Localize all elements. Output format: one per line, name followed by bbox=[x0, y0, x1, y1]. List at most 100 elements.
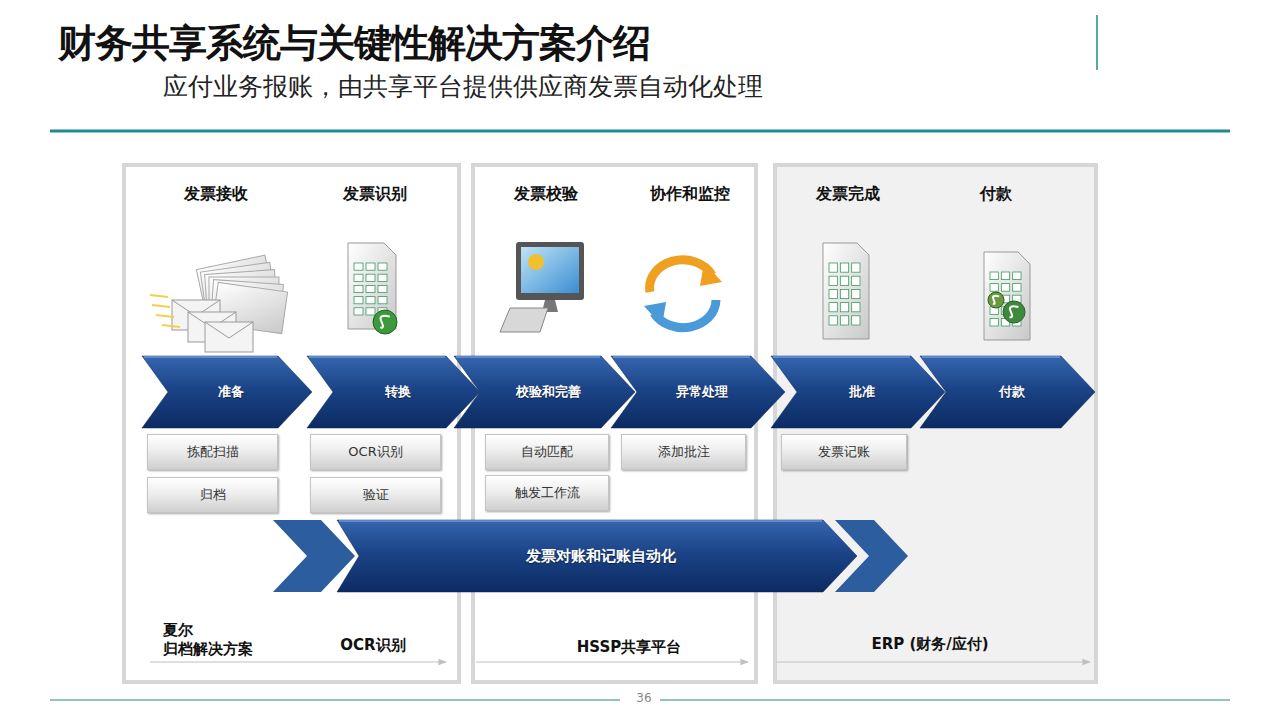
table-cell bbox=[378, 297, 387, 304]
table-cell bbox=[852, 316, 860, 325]
step-label: 转换 bbox=[377, 383, 411, 401]
table-cell bbox=[840, 303, 848, 312]
table-cell bbox=[366, 263, 375, 270]
chevron-highlight bbox=[309, 356, 445, 358]
step-label: 发票对账和记账自动化 bbox=[518, 547, 676, 566]
table-cell bbox=[990, 318, 998, 326]
process-chevron: 付款 bbox=[920, 356, 1095, 428]
illustration-group bbox=[776, 243, 1090, 662]
table-cell bbox=[354, 285, 363, 292]
chevron-highlight bbox=[922, 356, 1060, 358]
chevron-highlight bbox=[773, 356, 910, 358]
table-cell bbox=[354, 263, 363, 270]
stage-heading: 协作和监控 bbox=[650, 184, 730, 205]
table-cell bbox=[366, 297, 375, 304]
money-symbol bbox=[373, 310, 397, 334]
task-label: 触发工作流 bbox=[515, 484, 580, 502]
table-cell bbox=[366, 285, 375, 292]
table-cell bbox=[852, 263, 860, 272]
step-label: 批准 bbox=[841, 383, 875, 401]
system-name: 夏尔 归档解决方案 bbox=[163, 621, 275, 659]
table-cell bbox=[852, 303, 860, 312]
table-cell bbox=[354, 308, 363, 315]
slide-title: 财务共享系统与关键性解决方案介绍 bbox=[58, 18, 650, 69]
table-cell bbox=[852, 276, 860, 285]
slide-subtitle: 应付业务报账，由共享平台提供供应商发票自动化处理 bbox=[163, 70, 763, 103]
system-name: OCR识别 bbox=[340, 636, 405, 655]
step-label: 校验和完善 bbox=[508, 383, 581, 401]
chevron-fill bbox=[454, 356, 635, 428]
keyboard bbox=[500, 308, 548, 332]
table-cell bbox=[829, 303, 837, 312]
table-cell bbox=[990, 284, 998, 292]
envelope-flap bbox=[205, 322, 253, 338]
table-cell bbox=[829, 316, 837, 325]
stage-heading: 发票校验 bbox=[514, 184, 578, 205]
lead-chevron bbox=[273, 520, 355, 592]
system-name: HSSP共享平台 bbox=[577, 638, 681, 657]
motion-line bbox=[150, 295, 168, 297]
stage-heading: 发票接收 bbox=[184, 184, 248, 205]
chevron-fill bbox=[307, 356, 480, 428]
task-label: 拣配扫描 bbox=[187, 443, 239, 461]
table-cell bbox=[1013, 272, 1021, 280]
table-cell bbox=[829, 289, 837, 298]
chevron-fill bbox=[142, 356, 312, 428]
motion-line bbox=[162, 325, 180, 327]
header-tick bbox=[1096, 15, 1098, 70]
task-box: 归档 bbox=[147, 477, 278, 513]
task-box: 自动匹配 bbox=[485, 434, 609, 470]
chevron-highlight bbox=[613, 356, 750, 358]
task-box: OCR识别 bbox=[310, 434, 441, 470]
money-stroke bbox=[1010, 306, 1019, 317]
task-box: 拣配扫描 bbox=[147, 434, 278, 470]
header-rule bbox=[50, 130, 1230, 133]
step-label: 准备 bbox=[210, 383, 244, 401]
task-label: OCR识别 bbox=[348, 443, 402, 461]
table-cell bbox=[829, 276, 837, 285]
flow-guide-arrow bbox=[776, 661, 1090, 662]
table-cell bbox=[1001, 284, 1009, 292]
pie-chart bbox=[528, 254, 544, 270]
table-cell bbox=[1001, 272, 1009, 280]
chevron-fill bbox=[611, 356, 785, 428]
chevron-highlight bbox=[456, 356, 600, 358]
monitor-frame bbox=[516, 242, 584, 300]
table-cell bbox=[366, 274, 375, 281]
chevron-fill bbox=[337, 520, 857, 592]
task-label: 自动匹配 bbox=[521, 443, 573, 461]
task-label: 发票记账 bbox=[818, 443, 870, 461]
task-label: 添加批注 bbox=[658, 443, 710, 461]
table-cell bbox=[378, 285, 387, 292]
chevron-fill bbox=[771, 356, 945, 428]
motion-line bbox=[156, 315, 174, 317]
table-cell bbox=[378, 274, 387, 281]
process-chevron: 批准 bbox=[771, 356, 945, 428]
footer-rule bbox=[50, 700, 620, 701]
task-label: 验证 bbox=[363, 486, 389, 504]
envelope bbox=[205, 322, 253, 352]
stage-heading: 发票识别 bbox=[343, 184, 407, 205]
chevron-highlight bbox=[144, 356, 277, 358]
cycle-arrowhead bbox=[700, 262, 722, 286]
process-chevron: 异常处理 bbox=[611, 356, 785, 428]
table-cell bbox=[840, 289, 848, 298]
chevron-fill bbox=[920, 356, 1095, 428]
table-cell bbox=[366, 308, 375, 315]
task-box: 触发工作流 bbox=[485, 475, 609, 511]
stage-heading: 发票完成 bbox=[816, 184, 880, 205]
flow-guide-arrow bbox=[476, 661, 748, 662]
table-cell bbox=[354, 274, 363, 281]
table-cell bbox=[840, 316, 848, 325]
table-cell bbox=[829, 263, 837, 272]
monitor-screen bbox=[521, 247, 579, 293]
task-box: 验证 bbox=[310, 477, 441, 513]
page-number: 36 bbox=[632, 691, 655, 705]
money-stroke bbox=[993, 296, 999, 304]
document-icon bbox=[348, 243, 396, 329]
task-label: 归档 bbox=[200, 486, 226, 504]
table-cell bbox=[990, 272, 998, 280]
document-icon bbox=[984, 252, 1030, 340]
process-chevron: 转换 bbox=[307, 356, 480, 428]
